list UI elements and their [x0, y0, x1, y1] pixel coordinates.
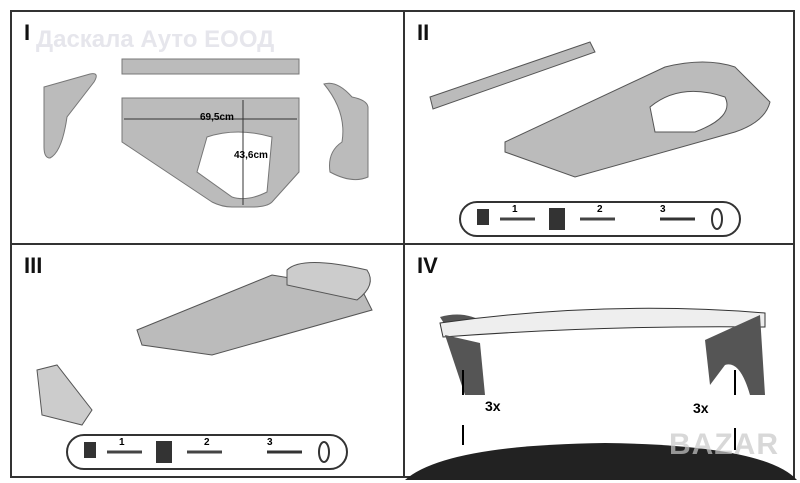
panel-2: II 1 2 3	[403, 10, 795, 245]
step-label: III	[24, 253, 43, 278]
mounting-drawing	[405, 307, 797, 480]
panel-1: Даскала Ауто ЕООД I 69,5cm 43,6cm	[10, 10, 405, 245]
step-number: 1	[119, 437, 125, 448]
step-number: 1	[512, 204, 518, 215]
step-number: 2	[597, 204, 603, 215]
shelf-assembly-drawing	[429, 41, 771, 237]
height-dimension: 43,6cm	[234, 150, 268, 161]
step-number: 3	[660, 204, 666, 215]
panel-3: III 1 2 3	[10, 243, 405, 478]
step-number: 3	[267, 437, 273, 448]
side-assembly-drawing	[36, 262, 373, 470]
step-label: I	[24, 20, 31, 45]
repeat-count-right: 3x	[693, 400, 709, 416]
width-dimension: 69,5cm	[200, 112, 234, 123]
parts-layout-drawing	[43, 58, 369, 208]
bazar-watermark: BAZAR	[669, 428, 779, 461]
panel-4: IV 3x 3x BAZAR	[403, 243, 797, 480]
step-number: 2	[204, 437, 210, 448]
step-label: IV	[417, 253, 438, 278]
repeat-count-left: 3x	[485, 398, 501, 414]
step-label: II	[417, 20, 430, 45]
watermark-text: Даскала Ауто ЕООД	[36, 26, 275, 53]
